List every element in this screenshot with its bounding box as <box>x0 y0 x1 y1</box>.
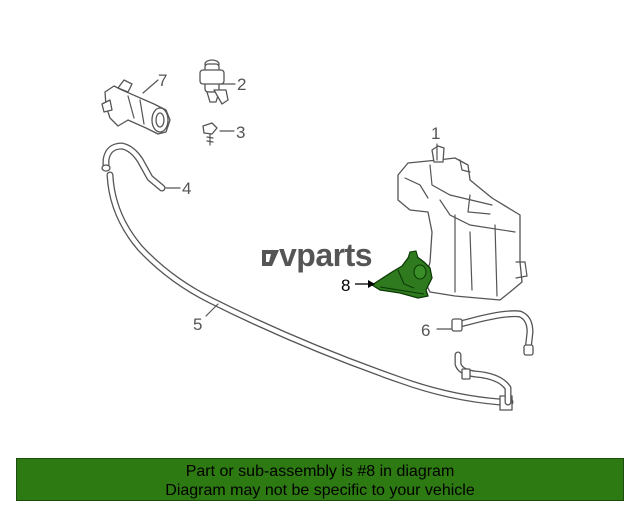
bolt-part-3 <box>202 122 218 146</box>
hose-part-4 <box>101 142 166 192</box>
callout-5: 5 <box>193 315 202 334</box>
highlighted-part-8 <box>371 250 433 299</box>
hose-part-6 <box>451 310 534 406</box>
callout-7: 7 <box>158 71 167 90</box>
callout-6: 6 <box>421 321 430 340</box>
nozzle-part-7 <box>101 79 171 135</box>
vparts-logo-icon <box>262 250 279 266</box>
callout-4: 4 <box>182 179 191 198</box>
leader-5 <box>205 303 219 317</box>
parts-diagram: 1 2 3 7 4 5 <box>101 59 534 411</box>
banner-line-1: Part or sub-assembly is #8 in diagram <box>185 463 455 480</box>
callout-1: 1 <box>431 124 440 143</box>
leader-8-arrowhead <box>368 280 375 288</box>
info-banner: Part or sub-assembly is #8 in diagram Di… <box>16 458 624 501</box>
washer-pump-part-2 <box>199 59 229 105</box>
callout-2: 2 <box>237 75 246 94</box>
callout-8: 8 <box>341 276 350 295</box>
watermark-text: vparts <box>279 237 372 273</box>
leader-7 <box>142 79 159 94</box>
callout-3: 3 <box>236 123 245 142</box>
banner-line-2: Diagram may not be specific to your vehi… <box>165 482 475 499</box>
reservoir-part-1 <box>397 145 528 301</box>
vparts-watermark: vparts <box>262 237 373 273</box>
